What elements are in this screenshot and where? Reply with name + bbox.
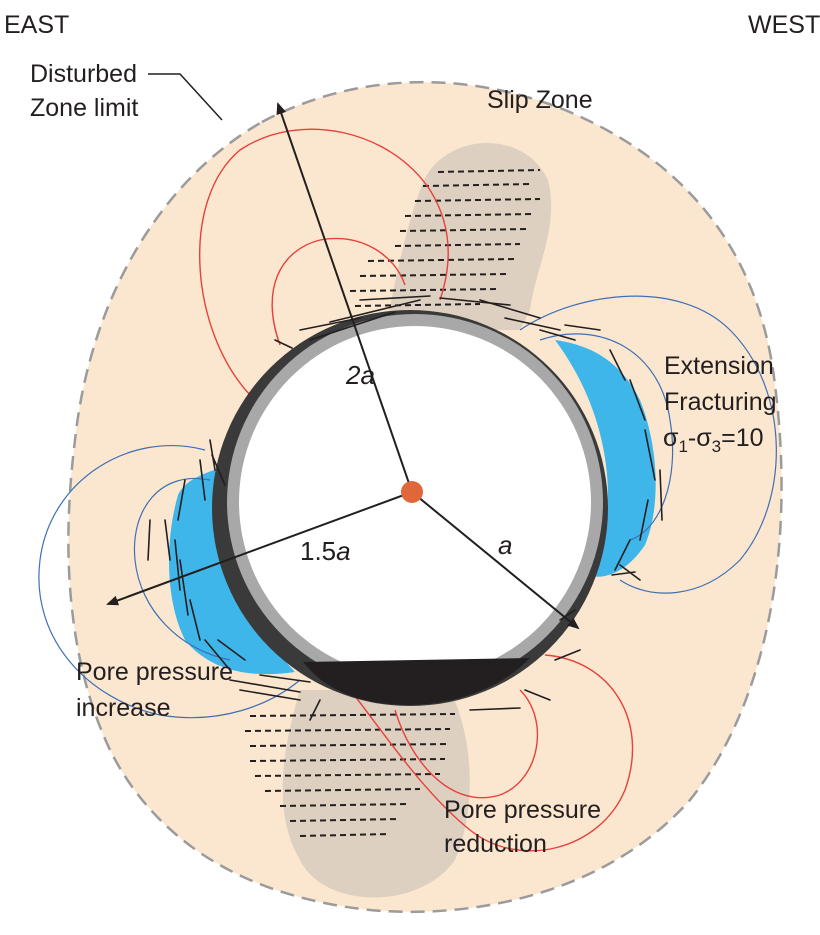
slip-zone-lower bbox=[282, 690, 470, 898]
tunnel-invert bbox=[303, 658, 530, 705]
extension-zone-west bbox=[555, 340, 656, 577]
radius-2a-label: 2a bbox=[345, 360, 375, 390]
radius-2a-arrow bbox=[276, 102, 413, 493]
east-label: EAST bbox=[4, 11, 69, 39]
slip-zone-dashes-lower bbox=[244, 713, 456, 837]
pore-increase-label-line1: Pore pressure bbox=[76, 658, 233, 686]
pore-reduction-label-line1: Pore pressure bbox=[444, 796, 601, 824]
tunnel-center-dot bbox=[401, 481, 423, 503]
disturbed-zone-leader bbox=[148, 73, 223, 121]
extension-label-line1: Extension bbox=[664, 352, 774, 380]
radius-15a-arrow bbox=[106, 491, 413, 606]
pore-increase-label-line2: increase bbox=[76, 694, 171, 722]
pore-increase-contours bbox=[38, 295, 777, 719]
radius-15a-label: 1.5a bbox=[300, 536, 351, 566]
disturbed-zone-label-line2: Zone limit bbox=[30, 94, 138, 122]
west-label: WEST bbox=[748, 11, 820, 39]
fracture-lines bbox=[147, 295, 663, 721]
radius-arrows bbox=[106, 102, 580, 630]
slip-zone bbox=[385, 143, 552, 330]
disturbed-zone-label-line1: Disturbed bbox=[30, 60, 137, 88]
radius-a-label: a bbox=[498, 530, 512, 560]
pore-reduction-contours bbox=[199, 128, 634, 852]
pore-reduction-label-line2: reduction bbox=[444, 830, 547, 858]
radius-a-arrow bbox=[411, 491, 580, 630]
extension-label-line2: Fracturing bbox=[664, 388, 777, 416]
stress-label: σ1-σ3=10 bbox=[663, 424, 764, 456]
slip-zone-label: Slip Zone bbox=[487, 86, 593, 114]
